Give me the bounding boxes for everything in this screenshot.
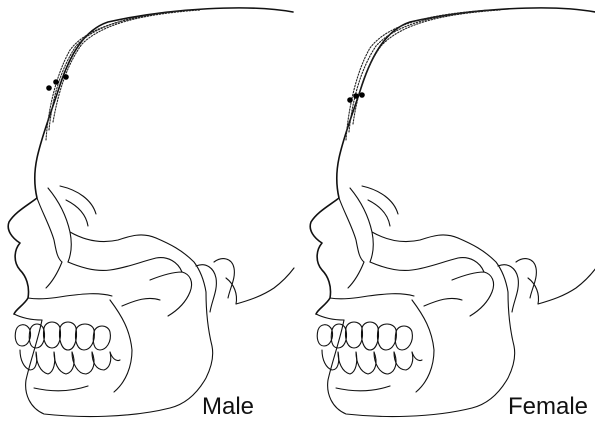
forehead-variation-lines-male [46, 10, 200, 140]
landmark-point-2-male [53, 79, 59, 85]
forehead-variation-lines-female [346, 10, 500, 140]
panel-label-female: Female [508, 393, 588, 420]
landmark-point-1-female [347, 97, 353, 103]
panel-male: Male [8, 8, 294, 420]
panel-label-male: Male [202, 393, 254, 420]
landmark-point-3-female [359, 92, 365, 98]
landmark-point-1-male [46, 85, 52, 91]
skull-outline-female [310, 8, 595, 417]
landmark-point-3-male [63, 74, 69, 80]
panel-female: Female [310, 8, 595, 420]
skull-outline-male [8, 8, 294, 417]
landmark-point-2-female [353, 93, 359, 99]
